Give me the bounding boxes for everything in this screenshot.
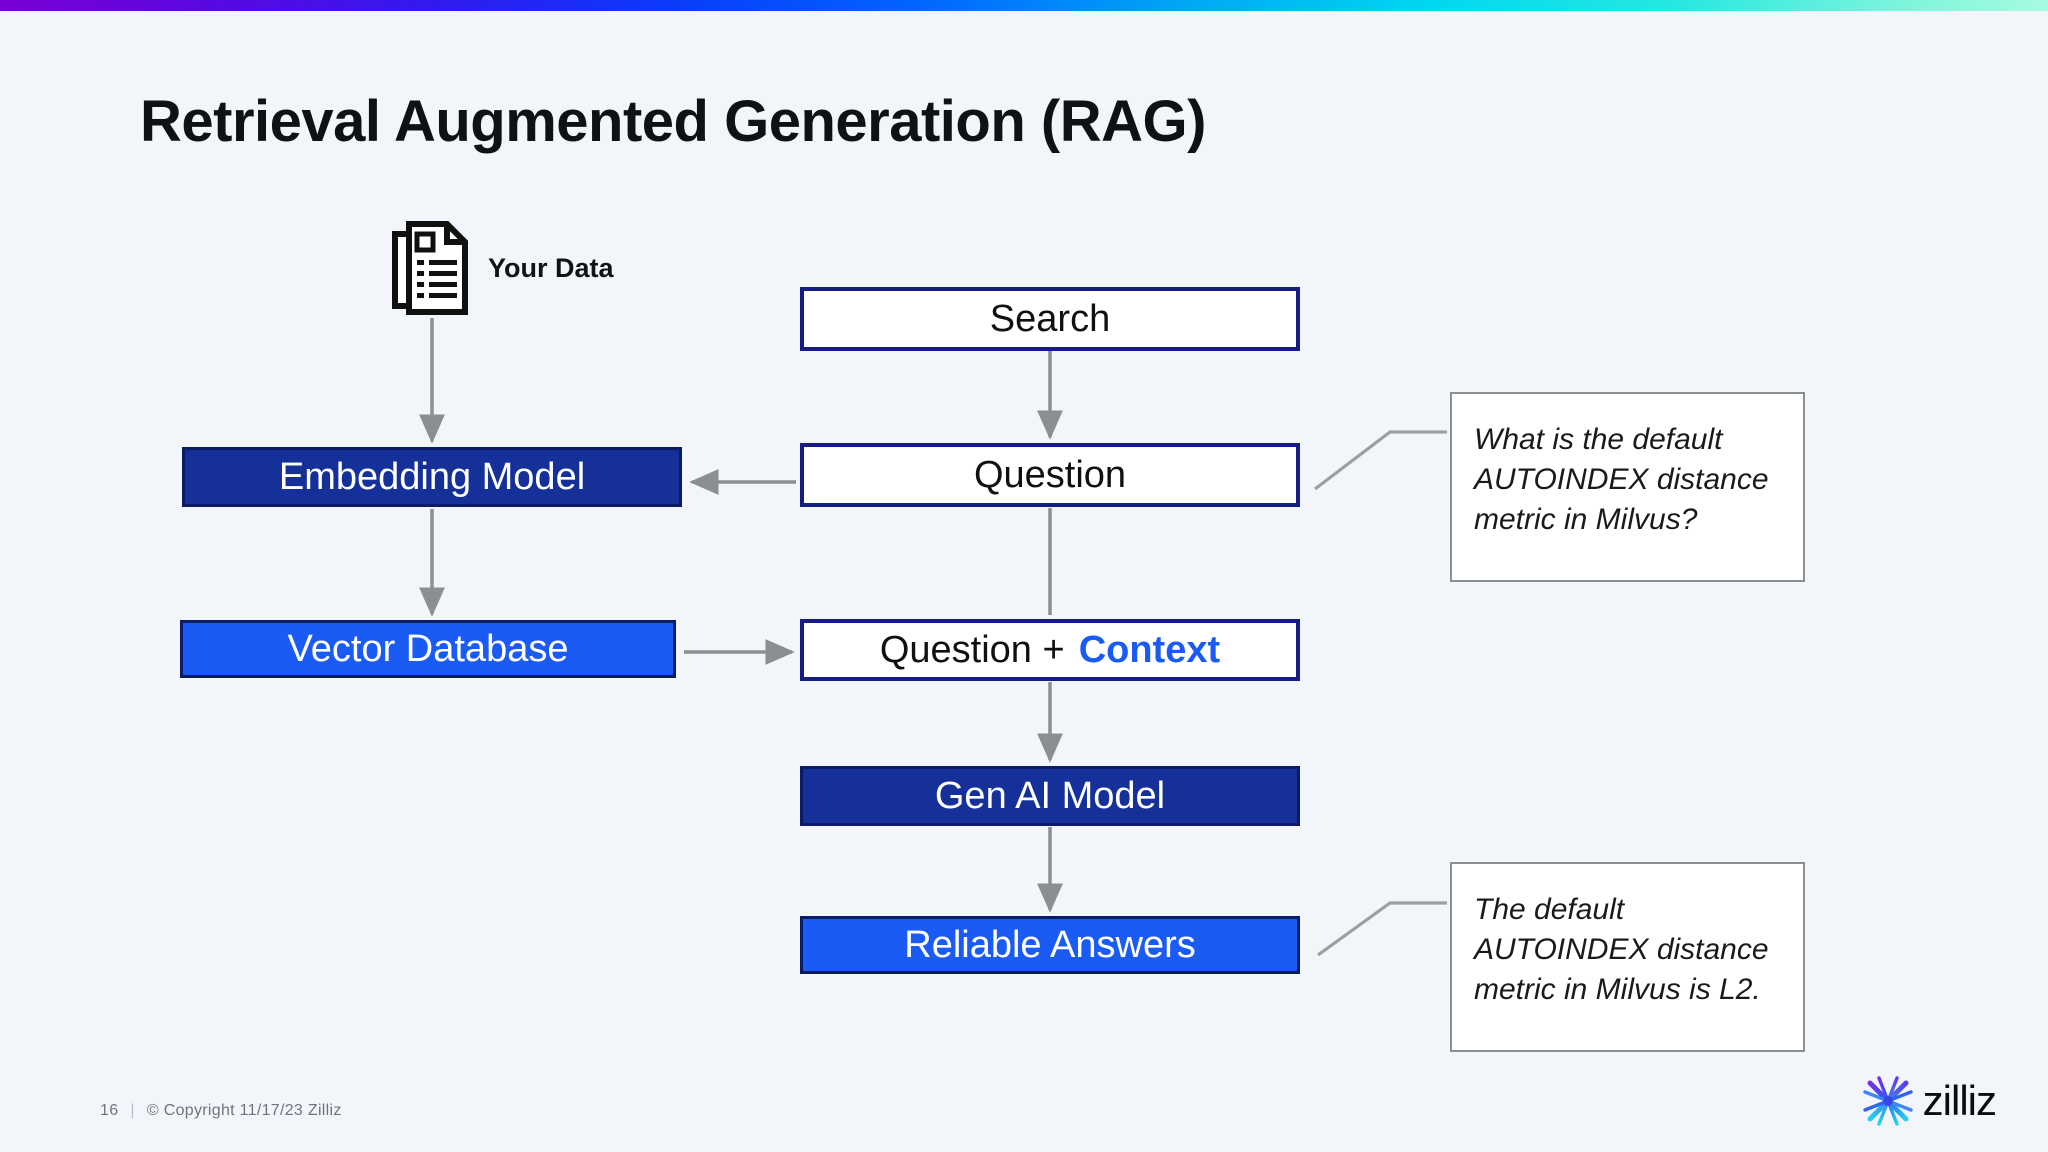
leader-line-question-callout	[1314, 430, 1447, 491]
node-question-label: Question	[973, 454, 1127, 496]
zilliz-logo-text: zilliz	[1922, 1077, 1997, 1124]
your-data-group: Your Data	[392, 220, 614, 316]
node-search[interactable]: Search	[800, 287, 1300, 351]
documents-icon	[392, 221, 468, 315]
footer-page-number: 16	[100, 1102, 119, 1119]
footer-copyright: © Copyright 11/17/23 Zilliz	[146, 1102, 342, 1119]
your-data-label: Your Data	[488, 252, 614, 283]
top-accent-bar	[0, 0, 2048, 11]
node-question-context[interactable]: Question + Context	[800, 619, 1300, 681]
zilliz-logo: zilliz	[1859, 1072, 1997, 1130]
node-embedding-model-label: Embedding Model	[278, 456, 586, 498]
node-gen-ai-model[interactable]: Gen AI Model	[800, 766, 1300, 826]
node-reliable-answers-label: Reliable Answers	[904, 924, 1196, 966]
callout-question: What is the default AUTOINDEX distance m…	[1450, 392, 1805, 582]
node-question-context-accent: Context	[1078, 629, 1221, 671]
callout-answer-text: The default AUTOINDEX distance metric in…	[1474, 893, 1769, 1006]
node-vector-database[interactable]: Vector Database	[180, 620, 676, 678]
leader-line-answer-callout	[1317, 901, 1447, 957]
node-vector-database-label: Vector Database	[287, 628, 569, 670]
node-question-context-label: Question +	[879, 629, 1065, 671]
node-reliable-answers[interactable]: Reliable Answers	[800, 916, 1300, 974]
node-search-label: Search	[989, 298, 1111, 340]
node-question[interactable]: Question	[800, 443, 1300, 507]
node-embedding-model[interactable]: Embedding Model	[182, 447, 682, 507]
footer-separator: |	[130, 1102, 135, 1119]
zilliz-starburst-icon	[1860, 1073, 1916, 1129]
callout-answer: The default AUTOINDEX distance metric in…	[1450, 862, 1805, 1052]
callout-question-text: What is the default AUTOINDEX distance m…	[1474, 423, 1769, 536]
node-gen-ai-model-label: Gen AI Model	[934, 775, 1166, 817]
footer: 16 | © Copyright 11/17/23 Zilliz	[100, 1102, 342, 1120]
page-title: Retrieval Augmented Generation (RAG)	[140, 89, 1206, 154]
